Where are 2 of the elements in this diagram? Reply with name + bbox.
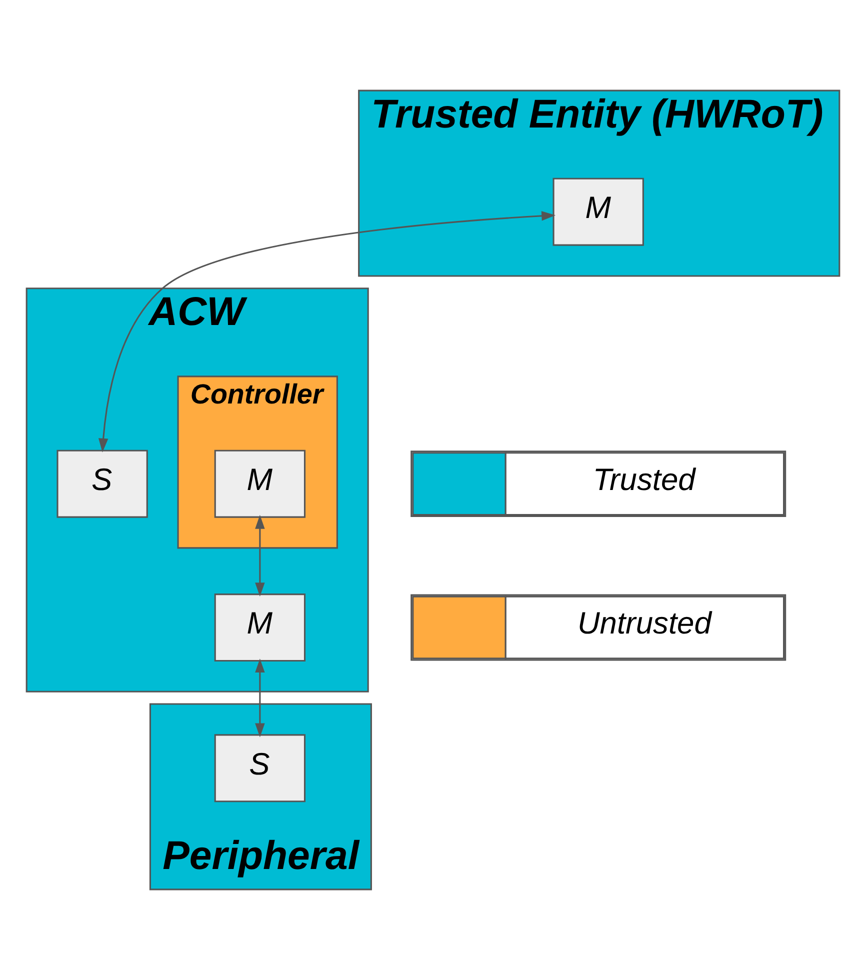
legend-label: Untrusted bbox=[577, 606, 712, 641]
legend-label: Trusted bbox=[592, 462, 696, 497]
